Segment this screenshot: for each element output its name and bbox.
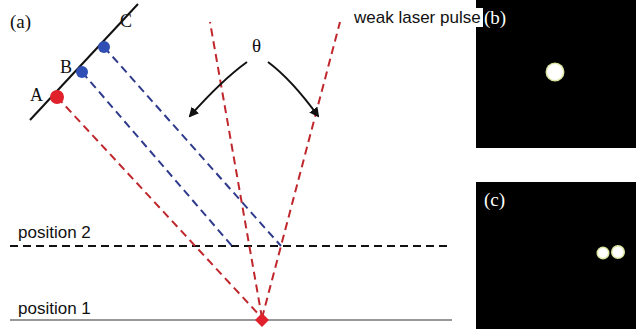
position-label: position 2 xyxy=(18,224,91,241)
sample-line xyxy=(30,4,138,120)
panel-label: (c) xyxy=(484,190,505,209)
point-b xyxy=(76,66,88,78)
laser-beam xyxy=(210,22,262,318)
reflected-beam xyxy=(82,72,232,246)
spot-glow xyxy=(597,247,610,260)
laser-spot xyxy=(598,248,608,258)
panel-label: (a) xyxy=(10,12,31,31)
point-c xyxy=(98,41,110,53)
camera-image: (c) xyxy=(476,182,636,329)
panel-label: (b) xyxy=(484,8,506,27)
angle-arrow xyxy=(190,62,247,116)
spot-glow xyxy=(611,245,625,259)
spot-glow xyxy=(546,63,565,82)
position-label: position 1 xyxy=(18,300,91,317)
angle-label: θ xyxy=(252,36,261,55)
laser-spot xyxy=(547,64,563,80)
reflected-beam xyxy=(57,97,262,318)
point-label: C xyxy=(120,12,132,30)
beam-label: weak laser pulse xyxy=(352,8,483,27)
point-label: B xyxy=(60,58,72,76)
laser-source xyxy=(255,313,269,327)
point-label: A xyxy=(30,86,43,104)
angle-arrow xyxy=(268,62,318,116)
laser-spot xyxy=(613,247,624,258)
point-a xyxy=(50,90,64,104)
camera-image: (b) xyxy=(476,0,636,148)
laser-beam xyxy=(262,22,340,318)
position-1-line xyxy=(10,319,452,320)
reflected-beam xyxy=(104,47,281,246)
